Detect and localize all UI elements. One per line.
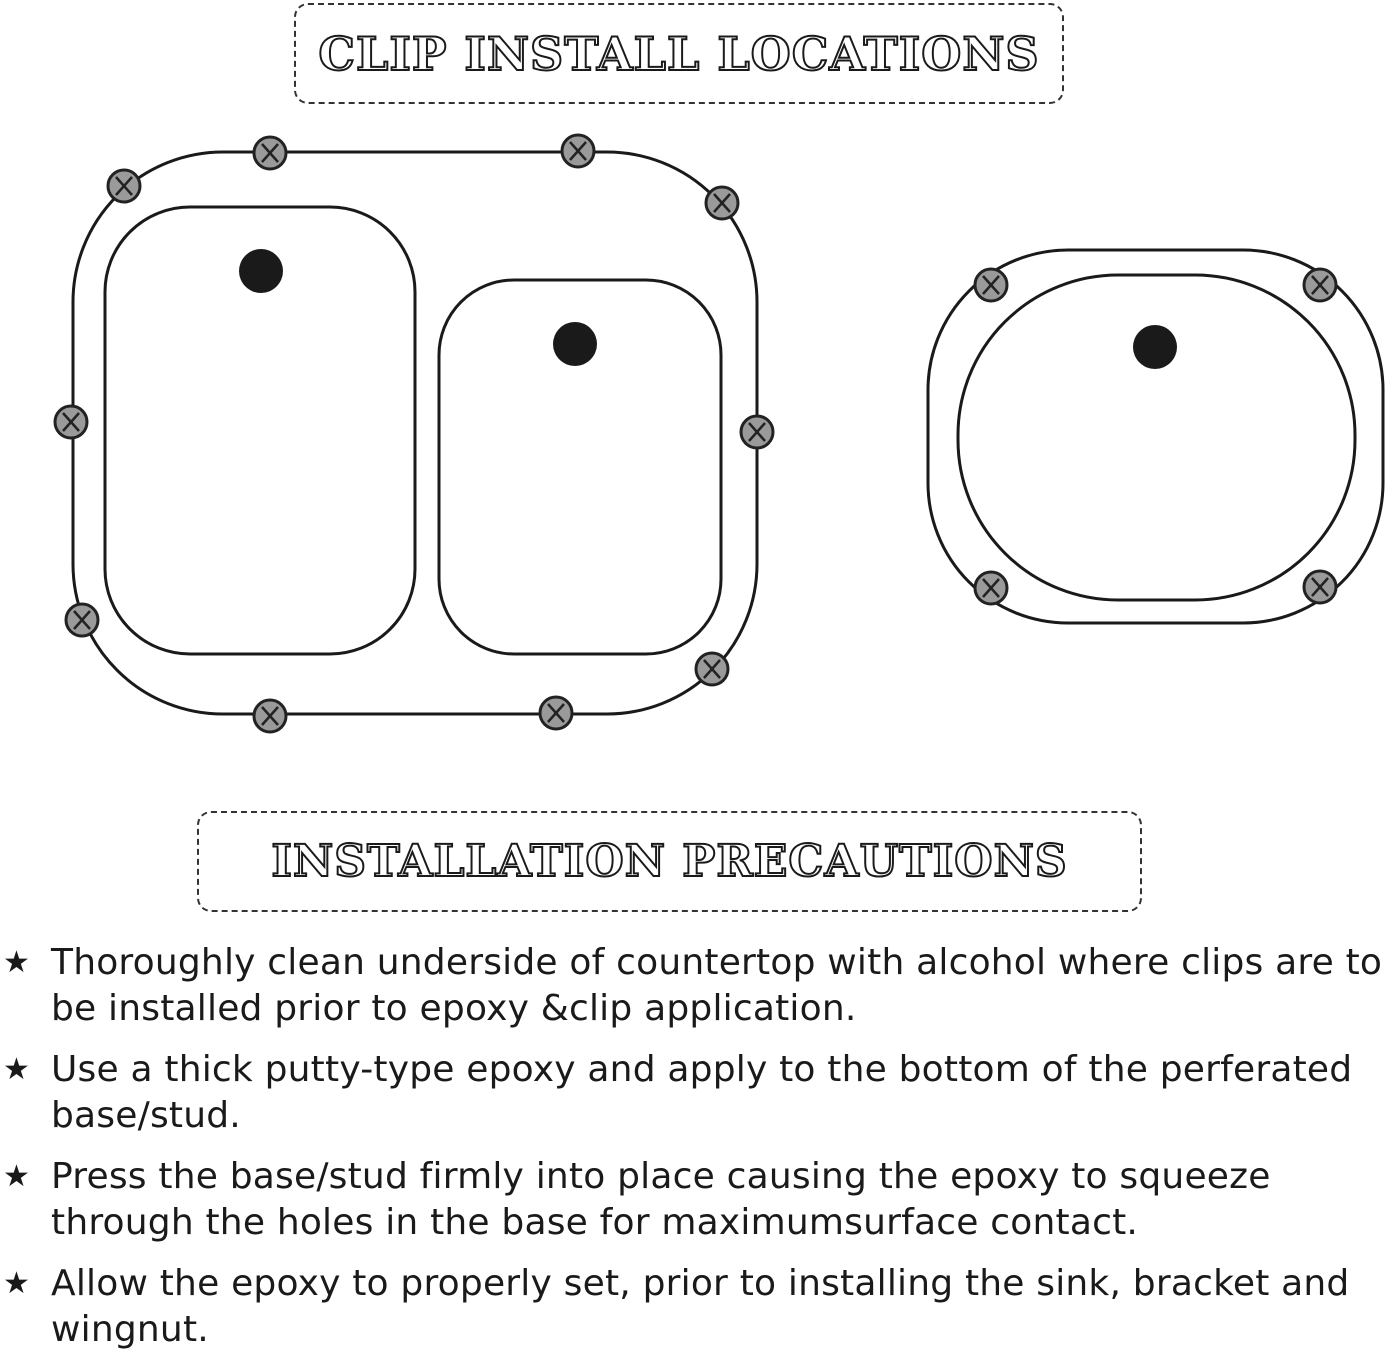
single-sink-rim (926, 248, 1385, 625)
x-circle-icon (252, 698, 288, 734)
drain-dot-icon (553, 322, 597, 366)
precaution-text: Allow the epoxy to properly set, prior t… (51, 1263, 1350, 1350)
x-circle-icon (53, 404, 89, 440)
x-circle-icon (560, 133, 596, 169)
precaution-item: ★ Thoroughly clean underside of counterto… (0, 940, 1393, 1032)
x-circle-icon (1302, 569, 1338, 605)
installation-precautions-heading-box: INSTALLATION PRECAUTIONS (197, 811, 1142, 912)
precaution-text: Press the base/stud firmly into place ca… (51, 1156, 1271, 1243)
drain-dot-icon (239, 249, 283, 293)
installation-precautions-heading: INSTALLATION PRECAUTIONS (270, 835, 1068, 888)
precaution-text: Use a thick putty-type epoxy and apply t… (51, 1049, 1353, 1136)
x-circle-icon (64, 602, 100, 638)
star-bullet-icon: ★ (3, 1052, 31, 1087)
x-circle-icon (252, 135, 288, 171)
x-circle-icon (1302, 267, 1338, 303)
precaution-item: ★ Allow the epoxy to properly set, prior … (0, 1261, 1393, 1353)
single-sink (926, 248, 1385, 625)
x-circle-icon (106, 168, 142, 204)
x-circle-icon (739, 414, 775, 450)
precaution-text: Thoroughly clean underside of countertop… (51, 942, 1383, 1029)
precaution-item: ★ Press the base/stud firmly into place c… (0, 1154, 1393, 1246)
single-bowl (956, 273, 1357, 602)
small-bowl (437, 278, 723, 656)
precautions-list: ★ Thoroughly clean underside of counterto… (0, 940, 1393, 1368)
x-circle-icon (704, 185, 740, 221)
x-circle-icon (973, 267, 1009, 303)
drain-dot-icon (1133, 325, 1177, 369)
large-bowl (103, 205, 417, 656)
star-bullet-icon: ★ (3, 945, 31, 980)
sink-clip-diagram (53, 133, 1385, 734)
star-bullet-icon: ★ (3, 1159, 31, 1194)
clip-install-locations-heading: CLIP INSTALL LOCATIONS (317, 26, 1040, 82)
precaution-item: ★ Use a thick putty-type epoxy and apply … (0, 1047, 1393, 1139)
x-circle-icon (973, 570, 1009, 606)
x-circle-icon (538, 695, 574, 731)
star-bullet-icon: ★ (3, 1266, 31, 1301)
x-circle-icon (694, 651, 730, 687)
clip-install-locations-heading-box: CLIP INSTALL LOCATIONS (294, 3, 1064, 104)
double-sink (71, 150, 759, 716)
